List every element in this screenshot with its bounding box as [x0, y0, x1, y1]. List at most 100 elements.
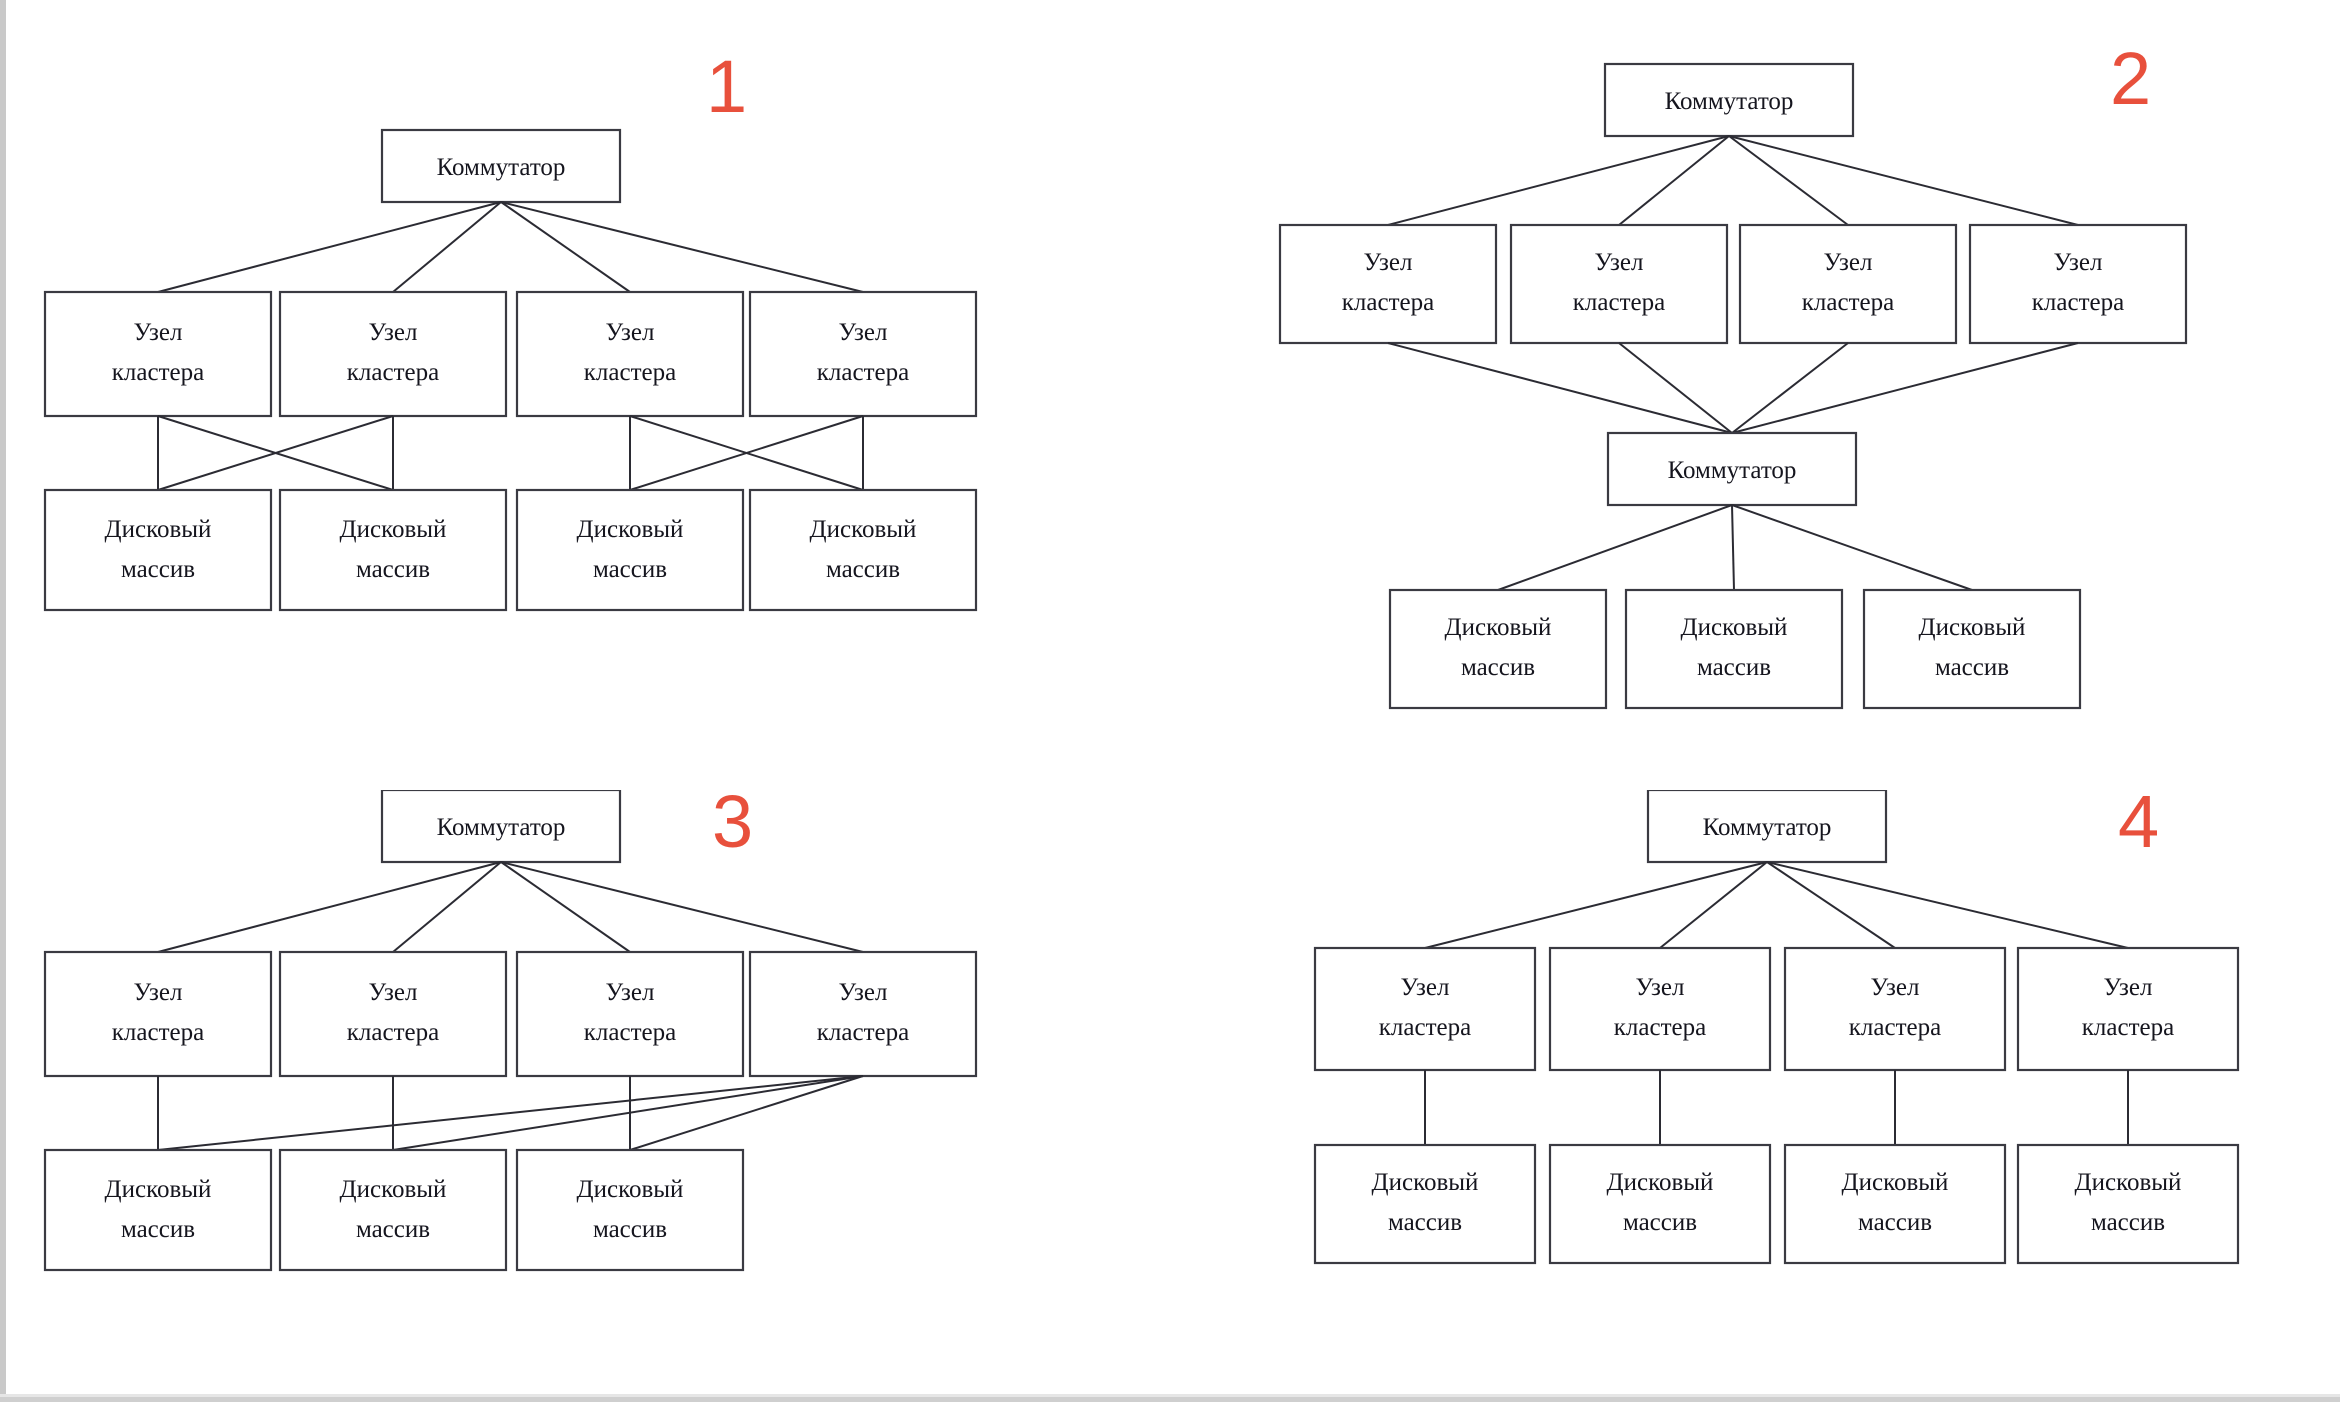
- disk-label-line1: Дисковый: [340, 1176, 447, 1203]
- node-box: Узел кластера: [278, 290, 508, 418]
- switch-label: Коммутатор: [1668, 457, 1797, 484]
- node-label-line1: Узел: [1824, 249, 1873, 276]
- node-box: Узел кластера: [43, 290, 273, 418]
- panel-4: Коммутатор Узел кластера Узел кластера: [1270, 790, 2280, 1390]
- disk-array-box: Дисковый массив: [1783, 1143, 2007, 1265]
- node-box: Узел кластера: [1548, 946, 1772, 1072]
- node-to-disk-links: [157, 415, 864, 491]
- disk-label-line2: массив: [593, 556, 667, 583]
- node-label-line1: Узел: [134, 319, 183, 346]
- node-label-line1: Узел: [1595, 249, 1644, 276]
- panel-1: Коммутатор Узел кластера Узел кластера: [10, 20, 1010, 660]
- switch-label: Коммутатор: [1703, 814, 1832, 841]
- node-label-line2: кластера: [347, 359, 439, 386]
- switch-box: Коммутатор: [380, 790, 622, 864]
- disk-label-line1: Дисковый: [105, 1176, 212, 1203]
- node-box: Узел кластера: [1968, 223, 2188, 345]
- node-box: Узел кластера: [1278, 223, 1498, 345]
- disk-label-line2: массив: [2091, 1209, 2165, 1236]
- disk-array-box: Дисковый массив: [748, 488, 978, 612]
- node-label-line2: кластера: [1614, 1014, 1706, 1041]
- node-label-line2: кластера: [112, 359, 204, 386]
- switch-to-node-links: [1424, 861, 2129, 949]
- node-box: Узел кластера: [515, 290, 745, 418]
- node-label-line2: кластера: [817, 359, 909, 386]
- disk-label-line1: Дисковый: [1372, 1169, 1479, 1196]
- panel-4-svg: Коммутатор Узел кластера Узел кластера: [1313, 790, 2240, 1265]
- disk-label-line1: Дисковый: [340, 516, 447, 543]
- node-label-line1: Узел: [839, 319, 888, 346]
- disk-label-line1: Дисковый: [1607, 1169, 1714, 1196]
- node-label-line2: кластера: [584, 1019, 676, 1046]
- node-label-line2: кластера: [1379, 1014, 1471, 1041]
- disk-array-box: Дисковый массив: [43, 488, 273, 612]
- page-edge-bottom: [0, 1397, 2340, 1402]
- node-label-line2: кластера: [1573, 289, 1665, 316]
- disk-array-box: Дисковый массив: [2016, 1143, 2240, 1265]
- disk-array-box: Дисковый массив: [515, 1148, 745, 1272]
- node-label-line2: кластера: [1342, 289, 1434, 316]
- panel-number-4: 4: [2118, 780, 2160, 863]
- node-label-line1: Узел: [606, 319, 655, 346]
- panel-number-2: 2: [2110, 37, 2152, 120]
- node-label-line2: кластера: [2082, 1014, 2174, 1041]
- disk-label-line1: Дисковый: [1681, 614, 1788, 641]
- switch-label: Коммутатор: [437, 154, 566, 181]
- page-edge-left: [0, 0, 6, 1402]
- disk-array-box: Дисковый массив: [1388, 588, 1608, 710]
- disk-label-line2: массив: [121, 1216, 195, 1243]
- node-label-line2: кластера: [1802, 289, 1894, 316]
- node-label-line1: Узел: [839, 979, 888, 1006]
- node-box: Узел кластера: [1783, 946, 2007, 1072]
- disk-label-line2: массив: [1388, 1209, 1462, 1236]
- switch-box: Коммутатор: [380, 128, 622, 204]
- disk-label-line2: массив: [121, 556, 195, 583]
- switch-label: Коммутатор: [437, 814, 566, 841]
- switch-to-node-links: [157, 201, 864, 293]
- disk-array-box: Дисковый массив: [278, 1148, 508, 1272]
- node-label-line1: Узел: [2054, 249, 2103, 276]
- node-box: Узел кластера: [748, 290, 978, 418]
- node-label-line1: Узел: [1364, 249, 1413, 276]
- disk-label-line1: Дисковый: [105, 516, 212, 543]
- disk-label-line2: массив: [1697, 654, 1771, 681]
- disk-array-box: Дисковый массив: [1313, 1143, 1537, 1265]
- switch-box-middle: Коммутатор: [1606, 431, 1858, 507]
- node-box: Узел кластера: [1509, 223, 1729, 345]
- disk-array-box: Дисковый массив: [515, 488, 745, 612]
- node-label-line1: Узел: [134, 979, 183, 1006]
- node-label-line1: Узел: [369, 319, 418, 346]
- switch-to-disk-links: [1497, 504, 1973, 591]
- node-box: Узел кластера: [43, 950, 273, 1078]
- node-label-line1: Узел: [1401, 974, 1450, 1001]
- switch-to-node-links: [1387, 135, 2079, 226]
- disk-array-box: Дисковый массив: [43, 1148, 273, 1272]
- disk-label-line1: Дисковый: [810, 516, 917, 543]
- page-edge-bottom-light: [0, 1394, 2340, 1397]
- disk-array-box: Дисковый массив: [1548, 1143, 1772, 1265]
- disk-label-line1: Дисковый: [1919, 614, 2026, 641]
- node-box: Узел кластера: [748, 950, 978, 1078]
- disk-label-line2: массив: [1935, 654, 2009, 681]
- disk-label-line1: Дисковый: [577, 516, 684, 543]
- disk-array-box: Дисковый массив: [1624, 588, 1844, 710]
- switch-box: Коммутатор: [1646, 790, 1888, 864]
- node-label-line1: Узел: [369, 979, 418, 1006]
- panel-1-svg: Коммутатор Узел кластера Узел кластера: [43, 128, 978, 612]
- disk-label-line2: массив: [1858, 1209, 1932, 1236]
- panel-number-3: 3: [712, 780, 754, 863]
- panel-number-1: 1: [706, 45, 748, 128]
- disk-label-line1: Дисковый: [1445, 614, 1552, 641]
- disk-label-line2: массив: [593, 1216, 667, 1243]
- switch-label: Коммутатор: [1665, 88, 1794, 115]
- node-label-line2: кластера: [584, 359, 676, 386]
- node-label-line2: кластера: [817, 1019, 909, 1046]
- node-label-line2: кластера: [347, 1019, 439, 1046]
- node-label-line1: Узел: [1871, 974, 1920, 1001]
- disk-label-line2: массив: [1623, 1209, 1697, 1236]
- disk-label-line2: массив: [356, 556, 430, 583]
- node-box: Узел кластера: [278, 950, 508, 1078]
- node-box: Узел кластера: [1738, 223, 1958, 345]
- node-to-disk-links: [157, 1075, 864, 1151]
